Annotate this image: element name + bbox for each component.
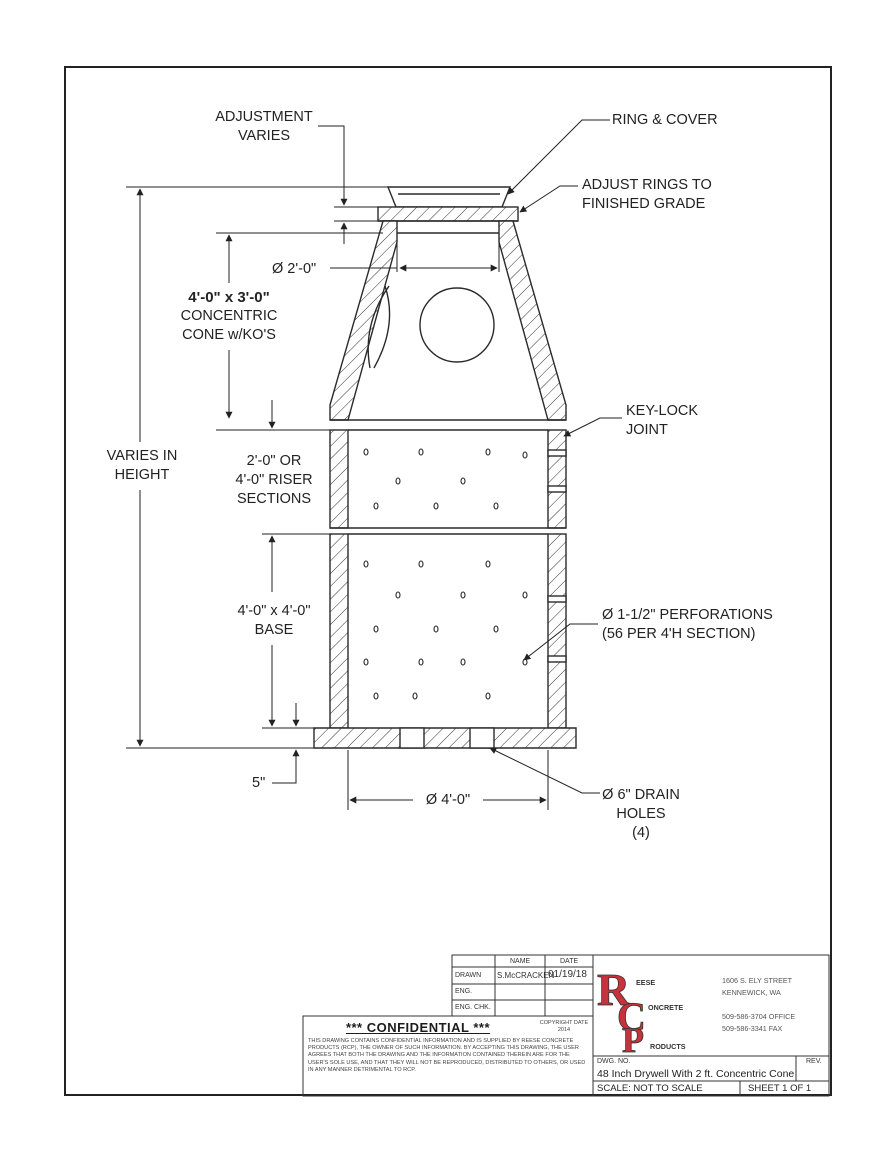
tb-col-name: NAME — [510, 958, 531, 965]
tb-drawn-name: S.McCRACKEN — [497, 971, 555, 980]
knockout-side — [367, 285, 390, 369]
label-ring-cover: RING & COVER — [612, 112, 718, 128]
tb-row-eng: ENG. — [455, 988, 473, 995]
label-five-inch: 5" — [252, 775, 266, 791]
drawing-title: 48 Inch Drywell With 2 ft. Concentric Co… — [597, 1068, 795, 1080]
sheet-number: SHEET 1 OF 1 — [748, 1083, 812, 1094]
drawing-border — [64, 66, 832, 1096]
riser-right-wall — [547, 429, 567, 529]
base-slab — [313, 727, 577, 749]
rcp-logo: R C P — [597, 964, 647, 1061]
knockout-front — [419, 287, 495, 363]
base-right-wall — [547, 533, 567, 729]
phone-office: 509-586-3704 OFFICE — [722, 1012, 796, 1021]
riser-left-wall — [329, 429, 349, 529]
logo-text-concrete: ONCRETE — [648, 1003, 684, 1012]
label-base: 4'-0" x 4'-0"BASE — [237, 603, 311, 638]
tb-drawn-date: 01/19/18 — [548, 969, 587, 980]
tb-row-eng-chk: ENG. CHK. — [455, 1004, 491, 1011]
confidential-title: *** CONFIDENTIAL *** — [345, 1020, 491, 1035]
svg-text:P: P — [622, 1020, 644, 1060]
tb-col-date: DATE — [560, 958, 579, 965]
address-city: KENNEWICK, WA — [722, 988, 781, 997]
phone-fax: 509-586-3341 FAX — [722, 1024, 783, 1033]
dwg-no-label: DWG. NO. — [597, 1058, 631, 1065]
cone-right-wall — [498, 220, 567, 421]
copyright-date: COPYRIGHT DATE 2014 — [539, 1020, 589, 1033]
rev-label: REV. — [806, 1058, 822, 1065]
ring-cover — [386, 186, 512, 208]
svg-text:R: R — [597, 964, 631, 1015]
label-dia-top: Ø 2'-0" — [272, 261, 317, 277]
drawing-scale: SCALE: NOT TO SCALE — [597, 1083, 703, 1094]
tb-row-drawn: DRAWN — [455, 972, 482, 979]
label-dia-bottom: Ø 4'-0" — [425, 792, 471, 808]
logo-text-reese: EESE — [636, 978, 656, 987]
address-street: 1606 S. ELY STREET — [722, 976, 793, 985]
svg-text:C: C — [617, 994, 646, 1039]
confidential-notice: THIS DRAWING CONTAINS CONFIDENTIAL INFOR… — [308, 1038, 586, 1073]
adjust-ring — [377, 206, 519, 222]
label-perforations: Ø 1-1/2" PERFORATIONS(56 PER 4'H SECTION… — [602, 607, 773, 642]
logo-text-products: RODUCTS — [650, 1042, 686, 1051]
cone-left-wall — [329, 220, 398, 421]
